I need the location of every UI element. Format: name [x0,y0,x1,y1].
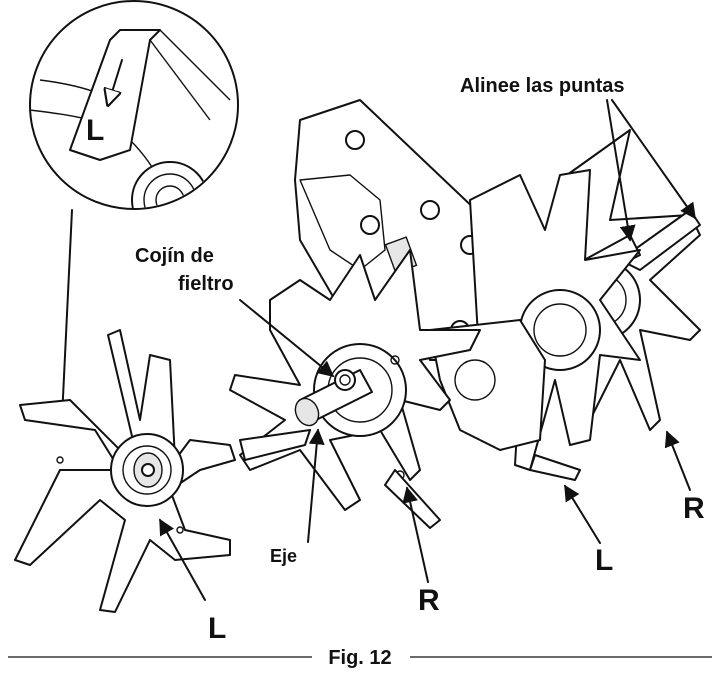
felt-pad-pointer [239,299,335,378]
align-tips-pointer-1 [606,99,636,242]
direction-arrow [108,59,123,105]
felt-pad-label-line1: Cojín de [135,245,214,267]
right-outer-pointer [664,430,691,491]
right-outer-label: R [683,492,705,525]
main-assembly [229,99,701,529]
left-inner-pointer [564,484,601,544]
axle-label: Eje [270,546,297,566]
right-inner-label: R [418,584,440,617]
figure-caption: Fig. 12 [328,647,391,669]
left-tine-drawing [14,329,236,613]
axle-pointer [307,428,325,543]
left-tine-label: L [208,612,226,645]
detail-mark-label: L [86,114,104,147]
detail-pointer-line [54,209,73,420]
right-inner-pointer [402,486,429,583]
left-tine-pointer [159,518,206,601]
align-tips-label: Alinee las puntas [460,75,625,97]
align-tips-pointer-2 [611,99,696,220]
detail-magnifier: L [29,0,239,210]
felt-pad-label-line2: fieltro [178,273,234,295]
left-inner-label: L [595,544,613,577]
